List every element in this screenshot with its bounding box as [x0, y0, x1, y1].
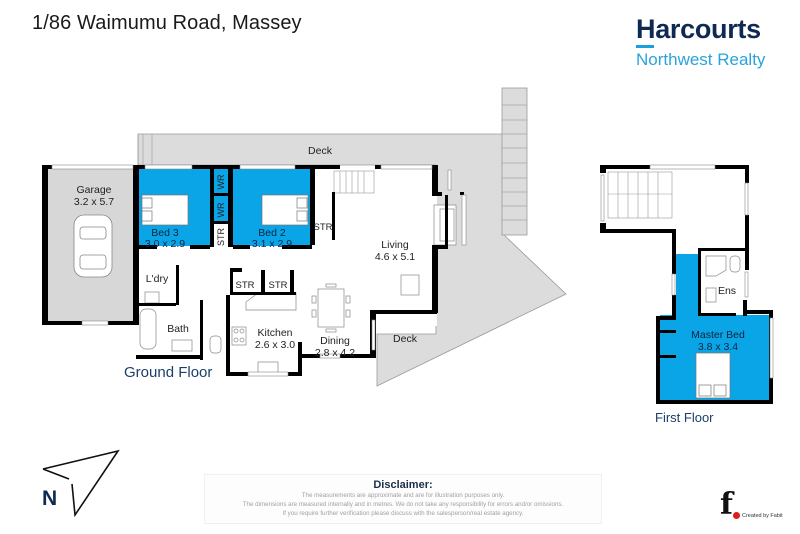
label-str-stair: STR [314, 222, 333, 233]
brand-underline [636, 45, 654, 48]
label-bed3-size: 3.0 x 2.9 [145, 238, 185, 250]
label-ensuite: Ens [718, 285, 736, 297]
label-bed3: Bed 3 [151, 227, 179, 239]
label-deck-bottom: Deck [393, 333, 418, 345]
label-str-hall: STR [216, 227, 226, 246]
label-deck-top: Deck [308, 145, 333, 157]
label-master-size: 3.8 x 3.4 [698, 341, 738, 353]
fabit-credit-text: Created by Fabit [742, 513, 783, 519]
first-floor-label: First Floor [655, 410, 714, 425]
wr2-fill [214, 196, 228, 222]
label-wr1: WR [216, 174, 226, 189]
disclaimer-line-1: The measurements are approximate and are… [301, 492, 505, 499]
disclaimer-line-2: The dimensions are measured internally a… [242, 501, 564, 508]
disclaimer-title: Disclaimer: [373, 479, 433, 491]
label-master: Master Bed [691, 329, 745, 341]
label-dining-size: 2.8 x 4.2 [315, 347, 355, 359]
brand-subtitle: Northwest Realty [636, 50, 766, 69]
label-wr2: WR [216, 202, 226, 217]
label-bed2: Bed 2 [258, 227, 286, 239]
label-bath: Bath [167, 323, 189, 335]
label-dining: Dining [320, 335, 350, 347]
fabit-credit: f Created by Fabit [720, 487, 783, 522]
label-str-kitchen-2: STR [269, 280, 288, 291]
disclaimer-box: Disclaimer: The measurements are approxi… [204, 474, 602, 524]
label-garage-size: 3.2 x 5.7 [74, 196, 114, 208]
label-bed2-size: 3.1 x 2.9 [252, 238, 292, 250]
label-living-size: 4.6 x 5.1 [375, 251, 415, 263]
deck-area [137, 87, 567, 387]
label-laundry: L'dry [146, 273, 169, 285]
agency-logo: Harcourts Northwest Realty [636, 14, 765, 70]
label-str-kitchen-1: STR [236, 280, 255, 291]
first-floor-plan [600, 164, 774, 404]
label-kitchen: Kitchen [257, 327, 292, 339]
label-living: Living [381, 239, 409, 251]
label-garage: Garage [76, 184, 111, 196]
garage [48, 167, 133, 324]
label-kitchen-size: 2.6 x 3.0 [255, 339, 295, 351]
wr1-fill [214, 168, 228, 194]
fabit-logo-icon: f [720, 487, 733, 522]
ground-floor-label: Ground Floor [124, 364, 213, 381]
compass-north-label: N [42, 487, 58, 510]
fabit-dot-icon [733, 512, 740, 519]
brand-name: Harcourts [636, 14, 761, 44]
interior [136, 166, 437, 326]
property-address: 1/86 Waimumu Road, Massey [32, 12, 302, 34]
compass-arrow-icon [42, 449, 120, 518]
disclaimer-line-3: If you require further verification plea… [282, 510, 524, 517]
